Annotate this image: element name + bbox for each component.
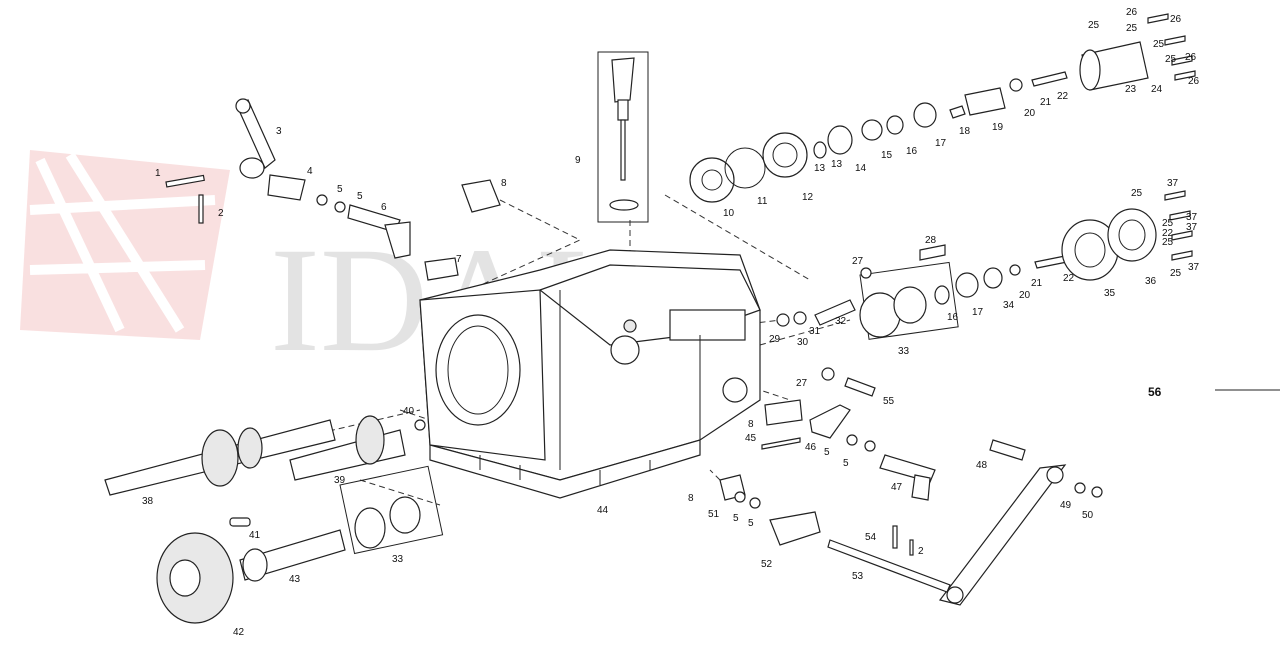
part-label: 52 [761,559,773,570]
part-label: 4 [307,166,313,177]
part-label: 27 [852,256,864,267]
upper-bearing-train [689,13,1196,203]
part-label: 13 [814,163,826,174]
part-label: 51 [708,509,720,520]
countershaft-group [156,465,444,624]
part-label: 47 [891,482,903,493]
dipstick-assembly [597,51,649,223]
part-label: 25 [1153,39,1165,50]
part-label: 54 [865,532,877,543]
part-label: 55 [883,396,895,407]
part-label: 37 [1186,222,1198,233]
part-label: 25 [1162,218,1174,229]
part-label: 9 [575,155,581,166]
part-label: 16 [906,146,918,157]
part-label: 33 [898,346,910,357]
part-label: 28 [925,235,937,246]
part-label: 5 [843,458,849,469]
shift-lever-assembly [165,98,501,281]
part-label: 43 [289,574,301,585]
gearbox-housing [419,249,761,499]
part-label: 26 [1188,76,1200,87]
part-label: 2 [218,208,224,219]
part-label: 11 [757,196,768,207]
part-label: 3 [276,126,282,137]
part-label: 5 [824,447,830,458]
part-label: 12 [802,192,814,203]
part-label: 25 [1170,268,1182,279]
part-label: 25 [1162,237,1174,248]
part-label: 20 [1024,108,1036,119]
part-label: 2 [918,546,924,557]
part-label: 45 [745,433,757,444]
part-label: 30 [797,337,809,348]
part-label: 14 [855,163,867,174]
part-label: 53 [852,571,864,582]
part-label: 35 [1104,288,1116,299]
part-label: 5 [357,191,363,202]
part-label: 34 [1003,300,1015,311]
part-label: 7 [456,254,462,265]
part-label: 8 [501,178,507,189]
part-label: 16 [947,312,959,323]
lower-bearing-train [776,190,1193,340]
part-label: 5 [337,184,343,195]
part-label: 1 [155,168,161,179]
part-label: 21 [1031,278,1043,289]
page-reference-number: 56 [1148,385,1162,399]
part-label: 33 [392,554,404,565]
part-label: 25 [1088,20,1100,31]
part-label: 15 [881,150,893,161]
part-label: 49 [1060,500,1072,511]
part-label: 39 [334,475,346,486]
part-label: 37 [1186,212,1198,223]
part-label: 46 [805,442,817,453]
part-label: 22 [1162,228,1174,239]
part-label: 22 [1063,273,1075,284]
part-label: 25 [1131,188,1143,199]
part-label: 18 [959,126,971,137]
part-label: 13 [831,159,843,170]
part-label: 26 [1185,52,1197,63]
part-label: 5 [733,513,739,524]
part-label: 8 [688,493,694,504]
part-label: 25 [1126,23,1138,34]
part-label: 40 [403,406,415,417]
part-label: 24 [1151,84,1163,95]
part-label: 36 [1145,276,1157,287]
part-label: 50 [1082,510,1094,521]
part-label: 8 [748,419,754,430]
part-label: 21 [1040,97,1052,108]
part-label: 32 [835,316,847,327]
part-label: 22 [1057,91,1069,102]
part-label: 44 [597,505,609,516]
part-label: 48 [976,460,988,471]
part-label: 20 [1019,290,1031,301]
part-label: 27 [796,378,808,389]
part-label: 37 [1167,178,1179,189]
main-shafts [104,415,426,496]
part-label: 26 [1126,7,1138,18]
part-label: 25 [1165,54,1177,65]
part-label: 31 [809,326,821,337]
lever-rod-assembly [719,439,1103,606]
part-label: 29 [769,334,781,345]
part-label: 6 [381,202,387,213]
part-label: 38 [142,496,154,507]
part-label: 42 [233,627,245,638]
selector-parts [761,367,936,501]
part-label: 17 [972,307,984,318]
part-label: 37 [1188,262,1200,273]
part-label: 19 [992,122,1004,133]
part-label: 17 [935,138,947,149]
part-labels: 1 2 3 4 5 5 6 7 8 9 10 11 12 13 13 14 15… [142,7,1200,638]
part-label: 23 [1125,84,1137,95]
part-label: 10 [723,208,735,219]
part-label: 5 [748,518,754,529]
part-label: 41 [249,530,261,541]
part-label: 26 [1170,14,1182,25]
